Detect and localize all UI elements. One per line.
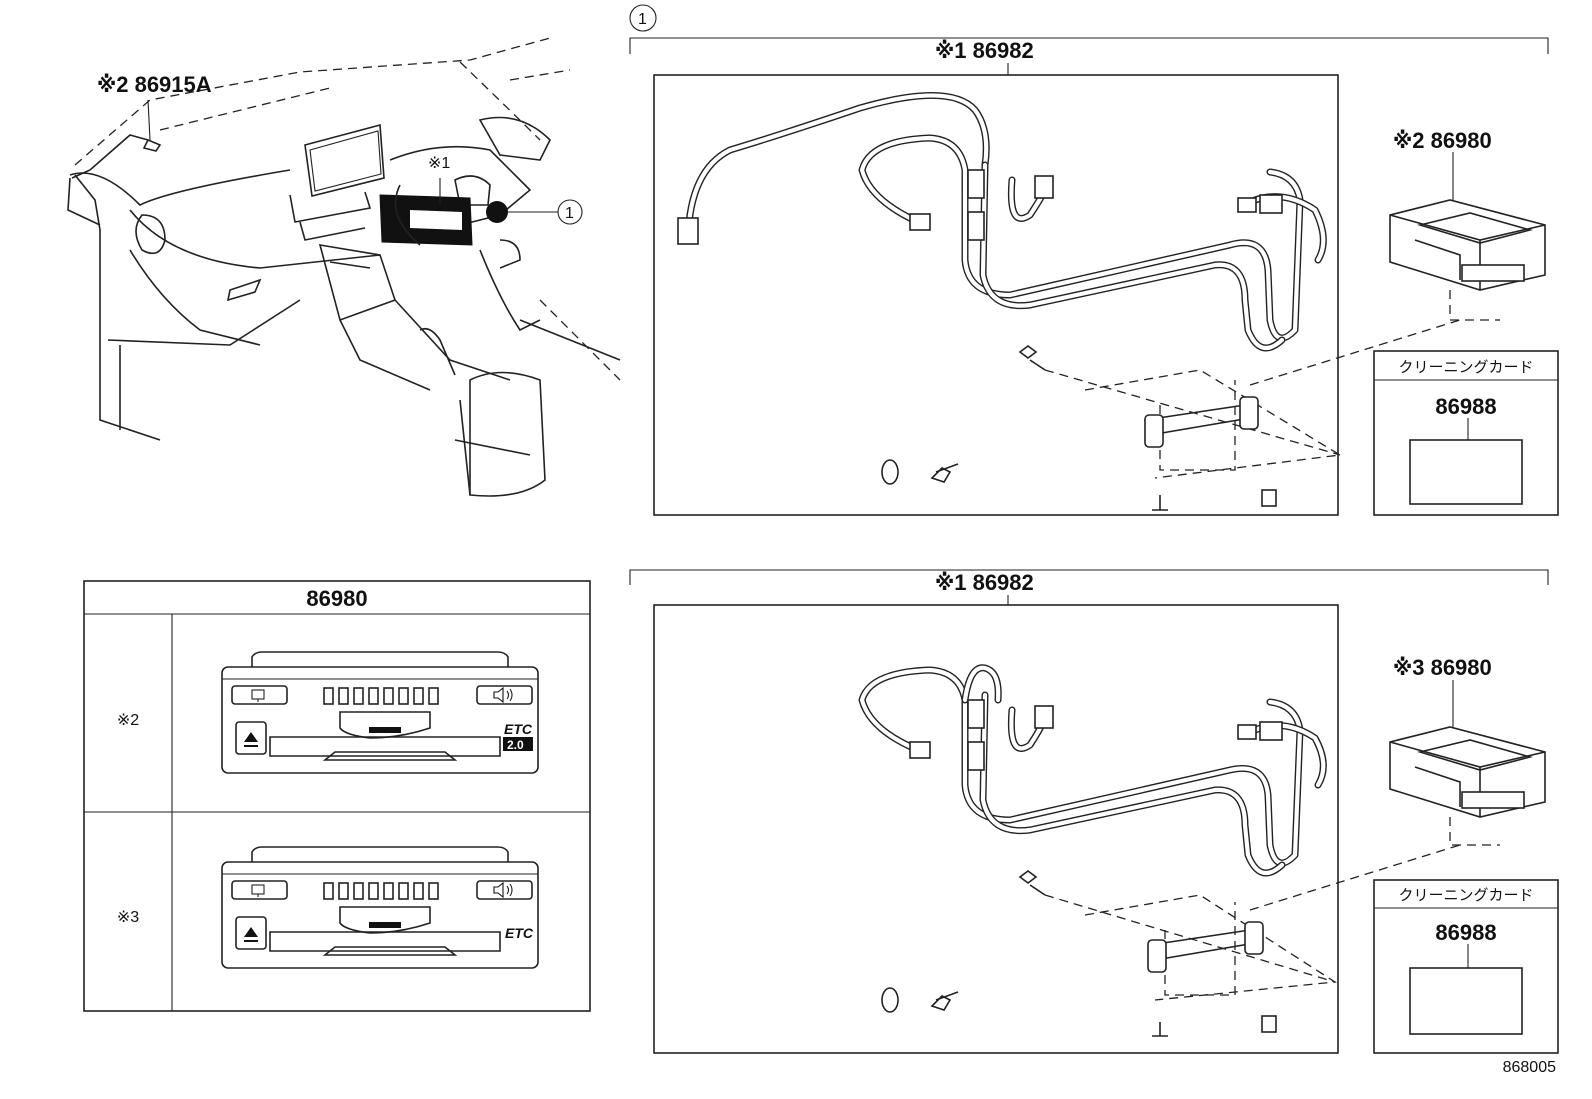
etc-badge-row-1: ETC xyxy=(504,721,533,737)
etc-face-2-0 xyxy=(221,651,539,774)
speaker-icon xyxy=(493,686,513,704)
bottom-cleaning-card xyxy=(1409,967,1523,1035)
bottom-unit-label: ※3 86980 xyxy=(1393,655,1492,680)
bottom-bracket-and-fasteners xyxy=(881,870,1337,1037)
variant-table-header: 86980 xyxy=(306,586,367,611)
top-wire-harness xyxy=(677,92,1327,352)
bottom-cleaning-card-part: 86988 xyxy=(1435,920,1496,945)
speaker-icon xyxy=(493,881,513,899)
etc-badge-20-bg xyxy=(503,737,533,751)
bottom-wire-harness xyxy=(858,664,1327,877)
callout-circle xyxy=(629,4,657,32)
antenna-part-label: ※2 86915A xyxy=(97,72,212,97)
top-etc-unit xyxy=(1389,199,1546,321)
variant-row-2-mark: ※3 xyxy=(117,909,139,926)
bottom-etc-unit xyxy=(1389,726,1546,846)
harness-marker: ※1 xyxy=(428,155,450,172)
dashboard-overview xyxy=(67,37,621,497)
etc-face-standard xyxy=(221,846,539,969)
variant-row-1-mark: ※2 xyxy=(117,712,139,729)
etc-badge-20: 2.0 xyxy=(507,738,524,752)
bottom-harness-label: ※1 86982 xyxy=(935,570,1034,595)
led-indicators-row-1 xyxy=(323,687,439,705)
top-harness-label: ※1 86982 xyxy=(935,38,1034,63)
top-cleaning-card-part: 86988 xyxy=(1435,394,1496,419)
callout-number-top: 1 xyxy=(638,11,647,28)
bottom-group-bracket xyxy=(629,569,1549,585)
top-group-bracket xyxy=(629,37,1549,54)
monitor-icon xyxy=(251,689,265,702)
top-cleaning-card-title: クリーニングカード xyxy=(1398,359,1533,376)
monitor-icon xyxy=(251,884,265,897)
led-indicators-row-2 xyxy=(323,882,439,900)
bottom-leader-dash xyxy=(1249,844,1461,911)
top-unit-label: ※2 86980 xyxy=(1393,128,1492,153)
top-bracket-and-fasteners xyxy=(881,345,1342,511)
diagram-id: 868005 xyxy=(1503,1059,1556,1076)
etc-badge-row-2: ETC xyxy=(505,925,534,941)
top-cleaning-card xyxy=(1409,439,1523,505)
callout-number: 1 xyxy=(565,205,574,222)
top-leader-dash xyxy=(1249,319,1461,386)
bottom-cleaning-card-title: クリーニングカード xyxy=(1398,887,1533,904)
